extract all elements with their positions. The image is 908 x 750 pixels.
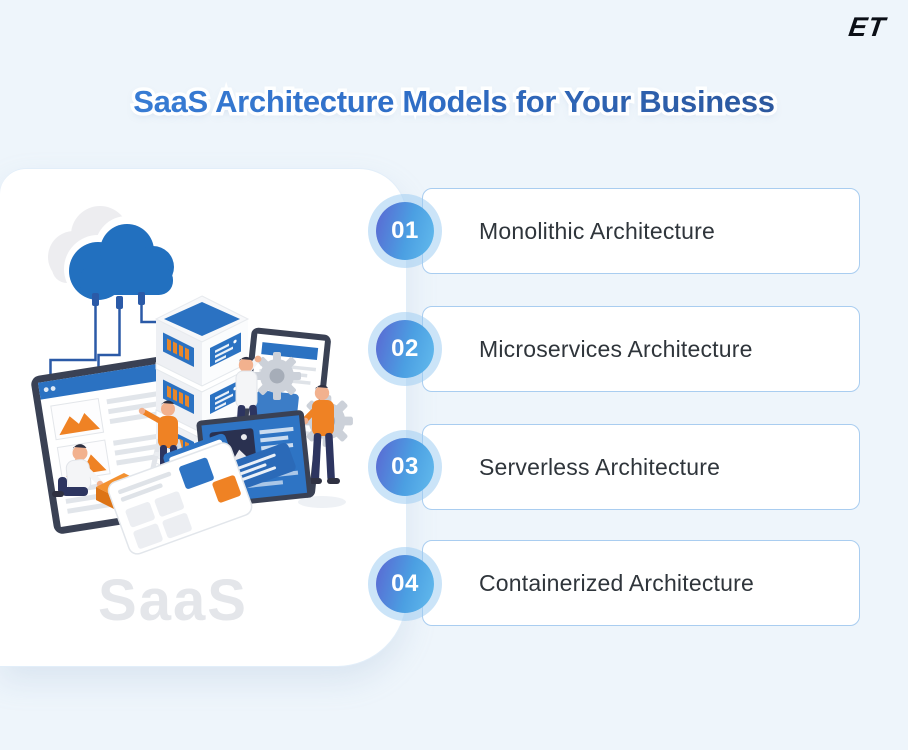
list-item-number-badge: 01 — [376, 202, 434, 260]
page-title-outline: SaaS Architecture Models for Your Busine… — [0, 81, 908, 123]
saas-watermark: SaaS — [98, 568, 248, 633]
et-logo: ET — [847, 12, 889, 42]
list-item-number-badge: 03 — [376, 438, 434, 496]
list-item-label: Containerized Architecture — [479, 569, 754, 596]
worker-orange — [301, 384, 340, 484]
list-item-label: Monolithic Architecture — [479, 217, 715, 244]
illustration-panel: SaaS — [0, 168, 407, 667]
list-item-microservices: Microservices Architecture — [422, 306, 860, 392]
list-item-monolithic: Monolithic Architecture — [422, 188, 860, 274]
list-item-containerized: Containerized Architecture — [422, 540, 860, 626]
list-item-label: Serverless Architecture — [479, 453, 721, 480]
page-title: SaaS Architecture Models for Your Busine… — [0, 81, 908, 128]
list-item-number-badge: 04 — [376, 555, 434, 613]
list-item-label: Microservices Architecture — [479, 335, 753, 362]
list-item-serverless: Serverless Architecture — [422, 424, 860, 510]
list-item-number-badge: 02 — [376, 320, 434, 378]
layout-card — [107, 442, 253, 555]
cloud-icon — [48, 206, 180, 303]
saas-illustration — [31, 206, 353, 555]
worker-kneeling — [52, 444, 104, 497]
page-title-text: SaaS Architecture Models for Your Busine… — [0, 84, 908, 120]
